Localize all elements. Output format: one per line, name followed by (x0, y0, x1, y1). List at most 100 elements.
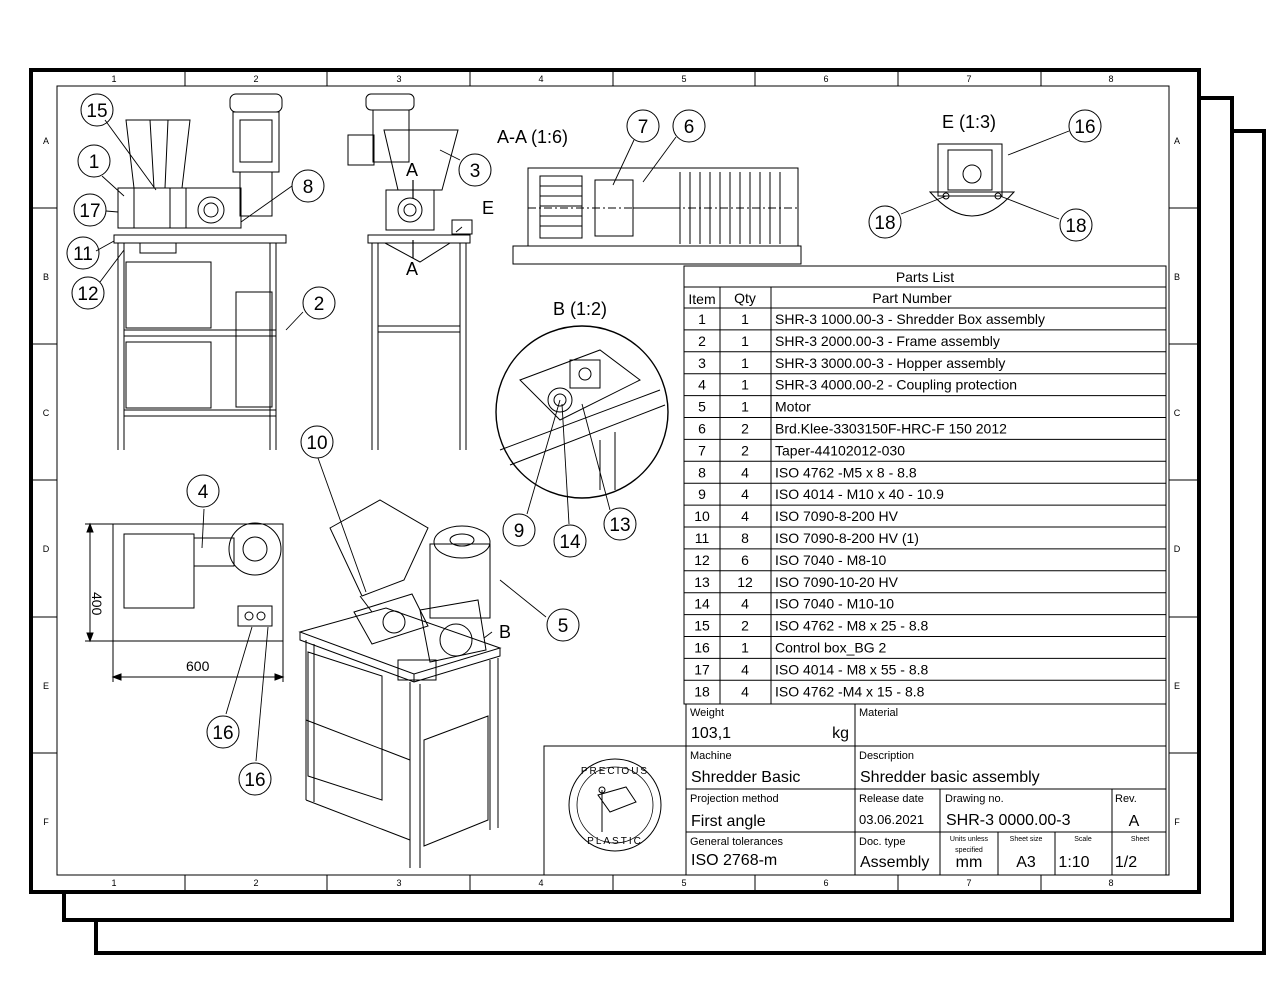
cell-qty: 8 (741, 530, 749, 546)
cell-qty: 1 (741, 355, 749, 371)
balloon-15: 15 (86, 101, 107, 122)
cell-part-number: Motor (775, 399, 811, 415)
projection-value: First angle (691, 813, 766, 830)
view-labels: A-A (1:6) B (1:2) E (1:3) A A E B (406, 112, 996, 642)
cell-part-number: ISO 4762 -M5 x 8 - 8.8 (775, 464, 917, 480)
drawing-no-label: Drawing no. (945, 793, 1004, 805)
row-label: C (1174, 408, 1181, 418)
col-label: 6 (823, 878, 828, 888)
isometric-view (298, 499, 502, 868)
cell-item: 12 (694, 552, 710, 568)
detail-e-mark: E (482, 198, 494, 218)
row-label: F (1174, 817, 1180, 827)
detail-e-view (928, 143, 1016, 217)
cell-qty: 4 (741, 508, 749, 524)
sheet-size-value: A3 (1016, 854, 1036, 871)
parts-list-headers: Parts List Item Qty Part Number (688, 269, 954, 307)
cell-item: 3 (698, 355, 706, 371)
section-aa-label: A-A (1:6) (497, 127, 568, 147)
cell-qty: 1 (741, 377, 749, 393)
front-view (113, 93, 287, 450)
cell-part-number: ISO 7090-10-20 HV (775, 574, 899, 590)
header-item: Item (688, 291, 715, 307)
balloon-3: 3 (470, 161, 481, 182)
cell-item: 9 (698, 486, 706, 502)
top-view (85, 522, 285, 682)
balloon-12: 12 (77, 284, 98, 305)
cell-part-number: SHR-3 3000.00-3 - Hopper assembly (775, 355, 1005, 371)
tolerance-value: ISO 2768-m (691, 852, 777, 869)
machine-value: Shredder Basic (691, 769, 800, 786)
row-labels: A B C D E F A B C D E F (43, 136, 1181, 827)
cell-item: 7 (698, 442, 706, 458)
column-ticks (184, 72, 1042, 890)
leader-lines (95, 119, 1070, 762)
col-label: 3 (396, 74, 401, 84)
balloon-5: 5 (558, 616, 569, 637)
logo (568, 758, 662, 852)
cell-item: 16 (694, 640, 710, 656)
drawing-no-value: SHR-3 0000.00-3 (946, 812, 1071, 829)
header-part-number: Part Number (872, 290, 952, 306)
weight-unit: kg (832, 725, 849, 742)
balloon-10: 10 (306, 433, 327, 454)
machine-label: Machine (690, 750, 732, 762)
dimension-height: 400 (89, 592, 105, 616)
scale-label: Scale (1074, 836, 1092, 843)
balloon-14: 14 (559, 532, 581, 553)
col-label: 2 (253, 74, 258, 84)
balloon-16: 16 (1074, 117, 1095, 138)
row-label: D (43, 544, 50, 554)
balloon-8: 8 (303, 177, 314, 198)
cell-qty: 6 (741, 552, 749, 568)
row-label: E (43, 681, 49, 691)
cut-mark-top: A (406, 160, 418, 180)
balloon-6: 6 (684, 117, 695, 138)
cell-item: 15 (694, 618, 710, 634)
cell-part-number: Brd.Klee-3303150F-HRC-F 150 2012 (775, 421, 1007, 437)
cell-part-number: ISO 7040 - M8-10 (775, 552, 886, 568)
cell-part-number: ISO 4014 - M10 x 40 - 10.9 (775, 486, 944, 502)
material-label: Material (859, 707, 898, 719)
cell-item: 1 (698, 311, 706, 327)
rev-label: Rev. (1115, 793, 1137, 805)
cell-item: 4 (698, 377, 706, 393)
cell-qty: 2 (741, 442, 749, 458)
col-label: 4 (538, 878, 543, 888)
cell-part-number: Taper-44102012-030 (775, 442, 905, 458)
col-label: 8 (1108, 878, 1113, 888)
units-label-2: specified (955, 847, 983, 854)
rev-value: A (1129, 813, 1140, 830)
units-value: mm (956, 854, 983, 871)
col-label: 8 (1108, 74, 1113, 84)
doc-type-value: Assembly (860, 854, 929, 871)
cell-item: 8 (698, 464, 706, 480)
parts-list-table (683, 265, 1167, 705)
cell-qty: 1 (741, 399, 749, 415)
col-label: 1 (111, 74, 116, 84)
detail-b-view (495, 325, 669, 499)
cut-mark-bottom: A (406, 259, 418, 279)
row-label: C (43, 408, 50, 418)
logo-text-bottom: PLASTIC (587, 836, 643, 847)
release-value: 03.06.2021 (859, 812, 924, 827)
doc-type-label: Doc. type (859, 836, 905, 848)
col-label: 1 (111, 878, 116, 888)
sheet-value: 1/2 (1115, 854, 1137, 871)
units-label-1: Units unless (950, 836, 989, 843)
header-qty: Qty (734, 290, 756, 306)
balloon-9: 9 (514, 521, 525, 542)
cell-item: 17 (694, 661, 710, 677)
title-block-text: PRECIOUS PLASTIC Weight 103,1 kg Materia… (581, 707, 1149, 871)
cell-qty: 4 (741, 661, 749, 677)
balloon-18: 18 (1065, 216, 1086, 237)
balloon-circles (66, 93, 1102, 796)
balloon-11: 11 (73, 244, 93, 265)
side-view (347, 93, 473, 450)
balloon-16: 16 (212, 723, 233, 744)
balloon-16: 16 (244, 770, 265, 791)
balloon-7: 7 (638, 117, 649, 138)
title-block-grid (543, 703, 1167, 876)
dimension-width: 600 (186, 658, 210, 674)
